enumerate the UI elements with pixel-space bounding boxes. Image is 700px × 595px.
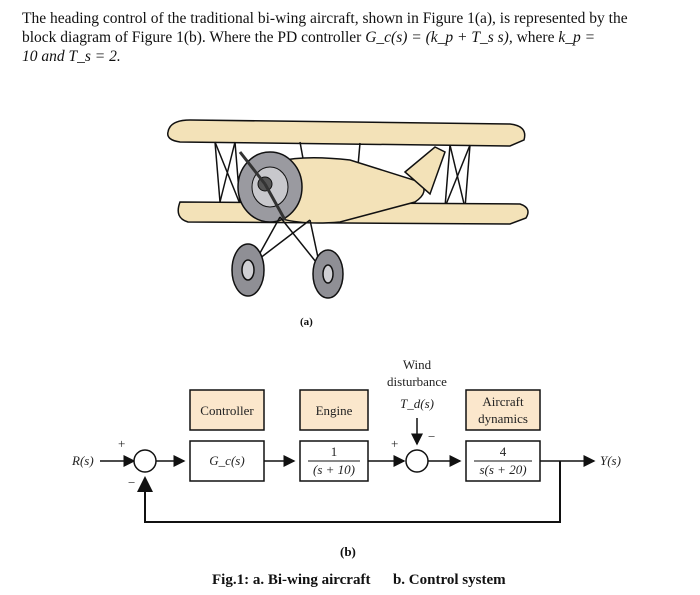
aircraft-numerator: 4 <box>500 444 507 459</box>
controller-title: Controller <box>200 403 254 418</box>
controller-transfer-function: G_c(s) <box>209 453 244 468</box>
kp-symbol: k_p = <box>558 29 596 46</box>
landing-gear <box>254 216 321 268</box>
summing-junction-1 <box>133 449 157 473</box>
engine-denominator: (s + 10) <box>313 462 355 477</box>
disturbance-label-2: disturbance <box>387 374 447 389</box>
propeller <box>238 151 287 221</box>
biplane-illustration <box>167 119 529 299</box>
aircraft-denominator: s(s + 20) <box>479 462 526 477</box>
upper-wing <box>167 119 526 147</box>
disturbance-symbol: T_d(s) <box>400 396 434 411</box>
problem-line-2: block diagram of Figure 1(b). Where the … <box>22 28 678 47</box>
input-label: R(s) <box>71 453 94 468</box>
figure-caption: Fig.1: a. Bi-wing aircraft b. Control sy… <box>212 572 506 589</box>
aircraft-title-2: dynamics <box>478 411 528 426</box>
engine-title: Engine <box>316 403 353 418</box>
sum1-plus-sign: + <box>118 436 125 451</box>
summing-junction-2 <box>405 449 429 473</box>
caption-part-b: b. Control system <box>392 572 506 588</box>
engine-title-box <box>299 389 369 431</box>
problem-line-3: 10 and T_s = 2. <box>22 48 121 65</box>
tail-fin <box>403 146 446 196</box>
problem-line-2-text: block diagram of Figure 1(b). Where the … <box>22 29 362 46</box>
sum2-plus-sign: + <box>391 436 398 451</box>
caption-part-a: Fig.1: a. Bi-wing aircraft <box>212 572 371 588</box>
figure-a-label: (a) <box>300 316 313 328</box>
problem-statement: The heading control of the traditional b… <box>22 9 678 66</box>
problem-line-1: The heading control of the traditional b… <box>22 10 628 27</box>
figure-b-label: (b) <box>340 544 356 559</box>
engine-numerator: 1 <box>331 444 338 459</box>
output-label: Y(s) <box>600 453 621 468</box>
feedback-path <box>137 461 561 523</box>
controller-title-box <box>189 389 265 431</box>
aircraft-title-1: Aircraft <box>482 394 524 409</box>
control-block-diagram: R(s) + − Controller G_c(s) Engine 1 (s +… <box>71 357 621 523</box>
disturbance-label-1: Wind <box>403 357 432 372</box>
wheel-right <box>312 249 344 299</box>
problem-line-2-where: where <box>516 29 555 46</box>
aircraft-title-box <box>465 389 541 431</box>
sum2-minus-sign: − <box>428 429 435 444</box>
wheel-left <box>231 243 265 297</box>
controller-equation: G_c(s) = (k_p + T_s s), <box>365 29 513 46</box>
sum1-minus-sign: − <box>128 475 135 490</box>
